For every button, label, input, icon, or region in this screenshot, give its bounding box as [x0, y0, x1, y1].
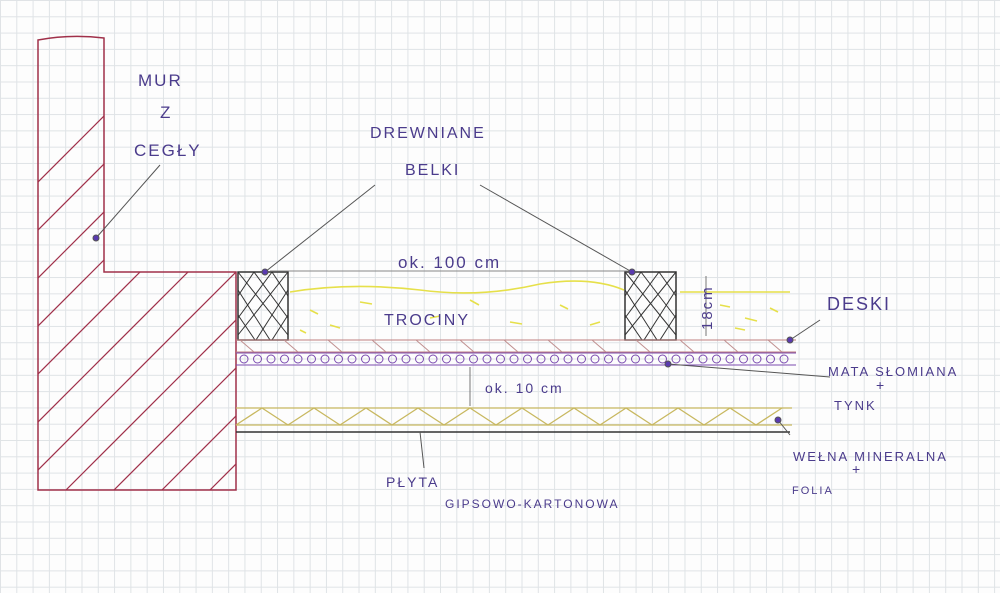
mat-circle — [617, 354, 627, 364]
mat-circle — [239, 354, 249, 364]
label-plasterboard-1: PŁYTA — [386, 474, 439, 490]
board-hatch-line — [459, 340, 475, 352]
label-beams-1: DREWNIANE — [370, 125, 486, 142]
board-hatch-line — [679, 340, 695, 352]
leader-arrows — [92, 164, 831, 469]
label-sawdust: TROCINY — [384, 312, 470, 329]
mat-circle — [644, 354, 654, 364]
label-gap: ok. 10 cm — [485, 380, 564, 396]
board-hatch-line — [371, 340, 387, 352]
mat-circle — [577, 354, 586, 364]
mat-circle — [698, 354, 708, 364]
mat-circle — [725, 354, 735, 364]
mat-circle — [523, 354, 532, 364]
label-mat-1: MATA SŁOMIANA — [828, 364, 958, 379]
label-wall-2: Z — [160, 103, 172, 122]
wall-hatch-line — [83, 36, 236, 491]
mat-circle — [590, 354, 600, 364]
label-beams-2: BELKI — [405, 162, 460, 179]
mat-circle — [685, 354, 694, 364]
wall-hatch-line — [468, 0, 988, 520]
board-hatch-line — [635, 340, 651, 352]
mat-circle — [455, 354, 465, 364]
mat-circle — [334, 354, 343, 364]
label-span: ok. 100 cm — [398, 253, 501, 272]
mat-circle — [253, 354, 262, 364]
mat-circle — [388, 354, 397, 364]
label-boards: DESKI — [827, 294, 891, 314]
mat-circle — [293, 354, 303, 364]
mat-circle — [779, 354, 789, 364]
mat-circle — [671, 354, 681, 364]
mat-circle — [509, 354, 519, 364]
mat-circle — [469, 354, 478, 364]
wool-zigzag — [235, 407, 783, 426]
mat-circle — [550, 354, 559, 364]
sawdust-fill — [289, 280, 790, 334]
mat-circle — [536, 354, 546, 364]
mat-circle — [415, 354, 424, 364]
board-hatch-line — [415, 340, 431, 352]
boards-layer — [236, 339, 796, 353]
board-hatch-line — [767, 340, 783, 352]
mat-circle — [442, 354, 451, 364]
wall-hatch-line — [38, 36, 236, 491]
label-plasterboard-2: GIPSOWO-KARTONOWA — [445, 497, 619, 511]
mat-circle — [374, 354, 384, 364]
mat-circle — [482, 354, 492, 364]
label-wool-3: FOLIA — [792, 485, 834, 497]
mat-circle — [401, 354, 411, 364]
mat-circle — [280, 354, 289, 364]
mat-circle — [428, 354, 438, 364]
label-mat-2: + — [876, 377, 886, 393]
board-hatch-line — [591, 340, 607, 352]
wall-hatch-line — [38, 36, 236, 491]
mat-circle — [752, 354, 762, 364]
mat-circle — [266, 354, 276, 364]
board-hatch-line — [547, 340, 563, 352]
mat-circle — [631, 354, 640, 364]
board-hatch-line — [723, 340, 739, 352]
wall-hatch-line — [38, 36, 221, 491]
label-wool-2: + — [852, 461, 862, 477]
wall-hatch-line — [38, 36, 236, 491]
mat-circle — [307, 354, 316, 364]
wall-hatch-line — [38, 36, 236, 491]
wall-hatch-line — [38, 36, 236, 491]
mat-circle — [496, 354, 505, 364]
mat-circle — [604, 354, 613, 364]
label-wall-1: MUR — [138, 71, 183, 90]
mat-circle — [320, 354, 330, 364]
wall-hatch-line — [131, 36, 236, 491]
board-hatch-line — [503, 340, 519, 352]
wall-hatch-line — [38, 36, 236, 491]
mat-circle — [739, 354, 748, 364]
wooden-beam-left — [237, 271, 289, 341]
wall-hatch-line — [276, 0, 796, 520]
label-wool-1: WEŁNA MINERALNA — [793, 449, 948, 464]
board-hatch-line — [239, 340, 255, 352]
mat-circle — [766, 354, 775, 364]
mat-circle — [658, 354, 667, 364]
straw-mat-layer — [236, 352, 796, 366]
board-hatch-line — [327, 340, 343, 352]
board-hatch-line — [283, 340, 299, 352]
label-mat-3: TYNK — [834, 398, 877, 413]
mat-circle — [712, 354, 721, 364]
label-height: 18cm — [699, 285, 716, 330]
mineral-wool-layer — [235, 407, 792, 426]
mat-circle — [563, 354, 573, 364]
wooden-beam-right — [624, 271, 677, 341]
mat-circle — [347, 354, 357, 364]
mat-circle — [361, 354, 370, 364]
label-wall-3: CEGŁY — [134, 141, 202, 160]
